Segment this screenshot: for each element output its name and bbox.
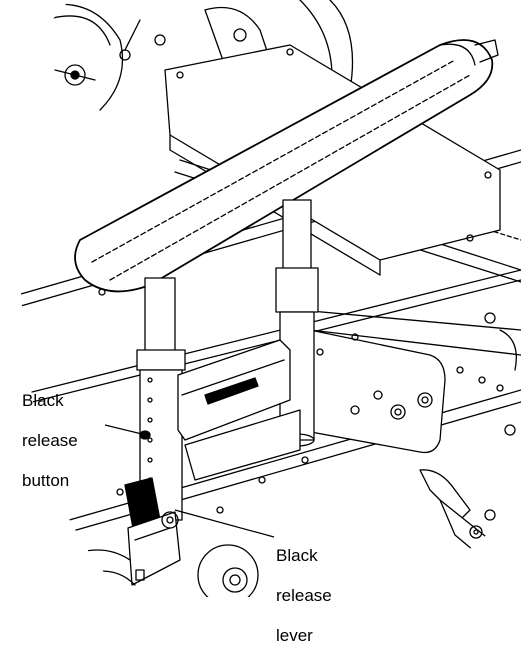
- rear-post: [275, 199, 319, 447]
- armrest-pad: [74, 39, 499, 296]
- callout-line: button: [22, 471, 70, 490]
- callout-line: Black: [276, 546, 318, 565]
- black-release-lever-label: Black release lever: [276, 526, 332, 666]
- black-release-button-label: Black release button: [22, 371, 78, 511]
- callout-line: Black: [22, 391, 64, 410]
- armrest-bracket: [177, 339, 301, 481]
- callout-line: release: [22, 431, 78, 450]
- armrest-line-drawing: [16, 0, 521, 597]
- side-mount-plate: [37, 312, 504, 520]
- release-lever: [124, 477, 181, 586]
- callout-line: release: [276, 586, 332, 605]
- button-leader-line: [104, 424, 143, 435]
- lever-leader-line: [174, 509, 275, 538]
- diagram-figure: [16, 0, 521, 597]
- callout-line: lever: [276, 626, 313, 645]
